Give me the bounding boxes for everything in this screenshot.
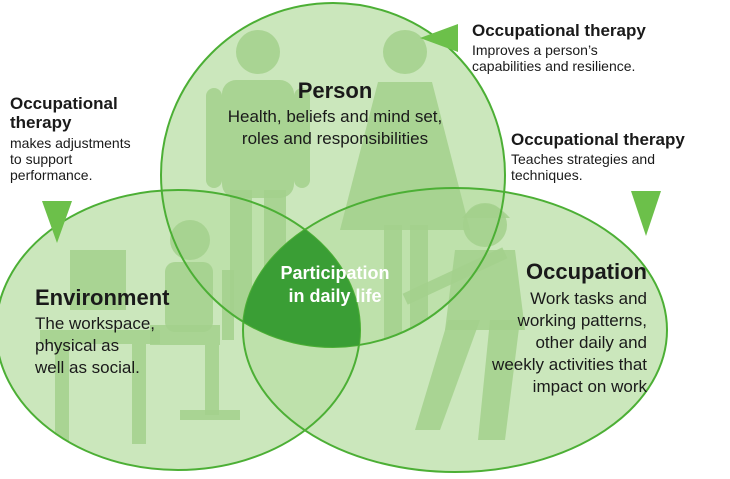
environment-description-line: The workspace, <box>35 314 155 333</box>
environment-ot-description-line: to support <box>10 151 73 167</box>
occupation-description: Work tasks and working patterns, other d… <box>440 288 647 398</box>
person-description-line: roles and responsibilities <box>241 129 429 148</box>
environment-ot-description-line: performance. <box>10 167 93 183</box>
occupation-title: Occupation <box>525 259 647 284</box>
participation-label: Participation in daily life <box>260 262 410 308</box>
environment-ot-description: makes adjustments to support performance… <box>10 135 131 183</box>
person-ot-description-line: Improves a person’s <box>472 42 598 58</box>
arrow-icon <box>42 201 72 243</box>
person-ot-description: Improves a person’s capabilities and res… <box>472 42 635 74</box>
occupation-description-line: working patterns, <box>517 311 647 330</box>
occupation-ot-description-line: techniques. <box>511 167 583 183</box>
environment-ot-title-line: Occupational <box>10 94 118 113</box>
occupation-ot-description: Teaches strategies and techniques. <box>511 151 655 183</box>
participation-label-line: Participation <box>280 263 390 283</box>
person-description-line: Health, beliefs and mind set, <box>227 107 443 126</box>
arrow-icon <box>420 24 458 52</box>
environment-title: Environment <box>35 285 170 310</box>
environment-ot-title: Occupational therapy <box>10 94 118 132</box>
occupation-ot-title: Occupational therapy <box>511 130 685 149</box>
person-ot-title: Occupational therapy <box>472 21 646 40</box>
environment-ot-description-line: makes adjustments <box>10 135 131 151</box>
arrow-icon <box>631 191 661 236</box>
occupation-description-line: other daily and <box>535 333 647 352</box>
person-description: Health, beliefs and mind set, roles and … <box>195 106 475 150</box>
environment-description-line: well as social. <box>35 358 140 377</box>
occupation-description-line: Work tasks and <box>530 289 647 308</box>
environment-ot-title-line: therapy <box>10 113 72 132</box>
occupation-ot-description-line: Teaches strategies and <box>511 151 655 167</box>
desk-worker-silhouette-icon <box>40 220 240 444</box>
person-title: Person <box>297 78 373 103</box>
environment-description-line: physical as <box>35 336 120 355</box>
participation-label-line: in daily life <box>288 286 382 306</box>
occupation-description-line: impact on work <box>532 377 647 396</box>
environment-description: The workspace, physical as well as socia… <box>35 313 155 379</box>
person-ot-description-line: capabilities and resilience. <box>472 58 636 74</box>
occupation-description-line: weekly activities that <box>492 355 647 374</box>
